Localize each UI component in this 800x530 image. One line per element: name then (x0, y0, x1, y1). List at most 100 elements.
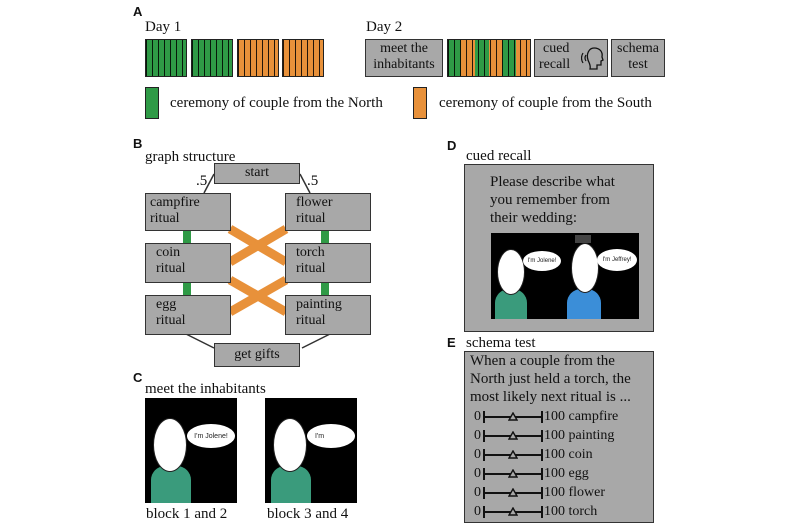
scale-max-option-label: 100 coin (544, 447, 593, 462)
cued-recall-title: cued recall (466, 148, 532, 164)
speech-bubble-text: I'm (315, 432, 325, 440)
prompt-line3: their wedding: (490, 210, 578, 226)
character-head (273, 418, 307, 472)
north-legend-label: ceremony of couple from the North (170, 95, 383, 111)
painting-node-line1: painting (296, 297, 342, 312)
south-cross-edge (227, 225, 289, 266)
campfire-node-line1: campfire (150, 195, 200, 210)
mixed-ceremony-block (447, 39, 531, 77)
left-probability: .5 (196, 173, 208, 189)
south-legend-label: ceremony of couple from the South (439, 95, 652, 111)
campfire-node: campfire ritual (145, 193, 231, 231)
character-head (571, 243, 599, 293)
meet-title: meet the inhabitants (145, 381, 266, 397)
scale-min-label: 0 (474, 409, 481, 424)
slider-thumb-icon[interactable] (508, 469, 518, 478)
panel-label-c: C (133, 370, 143, 385)
prompt-line2: you remember from (490, 192, 610, 208)
slider-thumb-icon[interactable] (508, 507, 518, 516)
north-edge (183, 230, 191, 244)
painting-to-gifts-edge (301, 333, 331, 349)
start-to-campfire-edge (203, 173, 215, 194)
question-line3: most likely next ritual is ... (470, 389, 631, 405)
character-head (497, 249, 525, 295)
right-probability: .5 (307, 173, 319, 189)
painting-node: painting ritual (285, 295, 371, 335)
scale-min-label: 0 (474, 447, 481, 462)
south-ceremony-block (237, 39, 279, 77)
scale-min-label: 0 (474, 428, 481, 443)
speech-bubble-1: I'm Jolene! (523, 251, 561, 271)
panel-label-d: D (447, 138, 457, 153)
speech-bubble-2: I'm Jeffrey! (597, 249, 637, 271)
cued-box-line2: recall (539, 57, 571, 72)
speech-bubble: I'm Jolene! (187, 424, 235, 448)
slider-tick (541, 430, 543, 442)
panel-label-b: B (133, 136, 143, 151)
egg-node: egg ritual (145, 295, 231, 335)
north-edge (183, 282, 191, 296)
question-line1: When a couple from the (470, 353, 615, 369)
hat (575, 235, 591, 243)
slider-thumb-icon[interactable] (508, 431, 518, 440)
coin-node-line2: ritual (156, 261, 186, 276)
flower-node-line1: flower (296, 195, 333, 210)
rating-slider-campfire[interactable]: 0 100 campfire (474, 408, 654, 426)
north-edge (321, 230, 329, 244)
slider-tick (541, 487, 543, 499)
south-ceremony-block (282, 39, 324, 77)
speaking-head-icon (581, 47, 604, 70)
meet-scene-1: I'm Jolene! (145, 398, 237, 503)
meet-box-line1: meet the (380, 41, 428, 56)
flower-node: flower ritual (285, 193, 371, 231)
schema-test-screen (464, 351, 654, 523)
scale-min-label: 0 (474, 504, 481, 519)
scale-max-option-label: 100 campfire (544, 409, 619, 424)
egg-to-gifts-edge (185, 333, 215, 349)
slider-tick (541, 506, 543, 518)
torch-node-line1: torch (296, 245, 325, 260)
south-legend-swatch (413, 87, 427, 119)
north-edge (321, 282, 329, 296)
meet-scene-2: I'm (265, 398, 357, 503)
rating-slider-painting[interactable]: 0 100 painting (474, 427, 654, 445)
meet-box-line2: inhabitants (373, 57, 435, 72)
slider-tick (541, 411, 543, 423)
prompt-line1: Please describe what (490, 174, 615, 190)
schema-test-box: schema test (611, 39, 665, 77)
caption-block-3-4: block 3 and 4 (267, 506, 349, 522)
schema-test-title: schema test (466, 335, 536, 351)
character-body (271, 466, 311, 503)
egg-node-line1: egg (156, 297, 177, 312)
scale-max-option-label: 100 painting (544, 428, 615, 443)
cued-box-line1: cued (543, 41, 570, 56)
slider-thumb-icon[interactable] (508, 488, 518, 497)
cued-recall-prompt: Please describe what you remember from t… (490, 173, 615, 227)
cued-recall-screen: Please describe what you remember from t… (464, 164, 654, 332)
scale-min-label: 0 (474, 466, 481, 481)
character-body (567, 289, 601, 319)
caption-block-1-2: block 1 and 2 (146, 506, 228, 522)
panel-label-e: E (447, 335, 456, 350)
schema-box-line1: schema (617, 41, 659, 56)
scale-min-label: 0 (474, 485, 481, 500)
start-node: start (214, 163, 300, 184)
north-ceremony-block (191, 39, 233, 77)
slider-thumb-icon[interactable] (508, 450, 518, 459)
cued-recall-box: cued recall (534, 39, 608, 77)
slider-thumb-icon[interactable] (508, 412, 518, 421)
north-ceremony-block (145, 39, 187, 77)
start-to-flower-edge (299, 173, 311, 194)
scale-max-option-label: 100 egg (544, 466, 589, 481)
day2-label: Day 2 (366, 19, 403, 35)
egg-node-line2: ritual (156, 313, 186, 328)
flower-node-line2: ritual (296, 211, 326, 226)
couple-scene: I'm Jolene! I'm Jeffrey! (491, 233, 639, 319)
schema-box-line2: test (628, 57, 648, 72)
rating-slider-coin[interactable]: 0 100 coin (474, 446, 654, 464)
coin-node-line1: coin (156, 245, 181, 260)
rating-slider-egg[interactable]: 0 100 egg (474, 465, 654, 483)
